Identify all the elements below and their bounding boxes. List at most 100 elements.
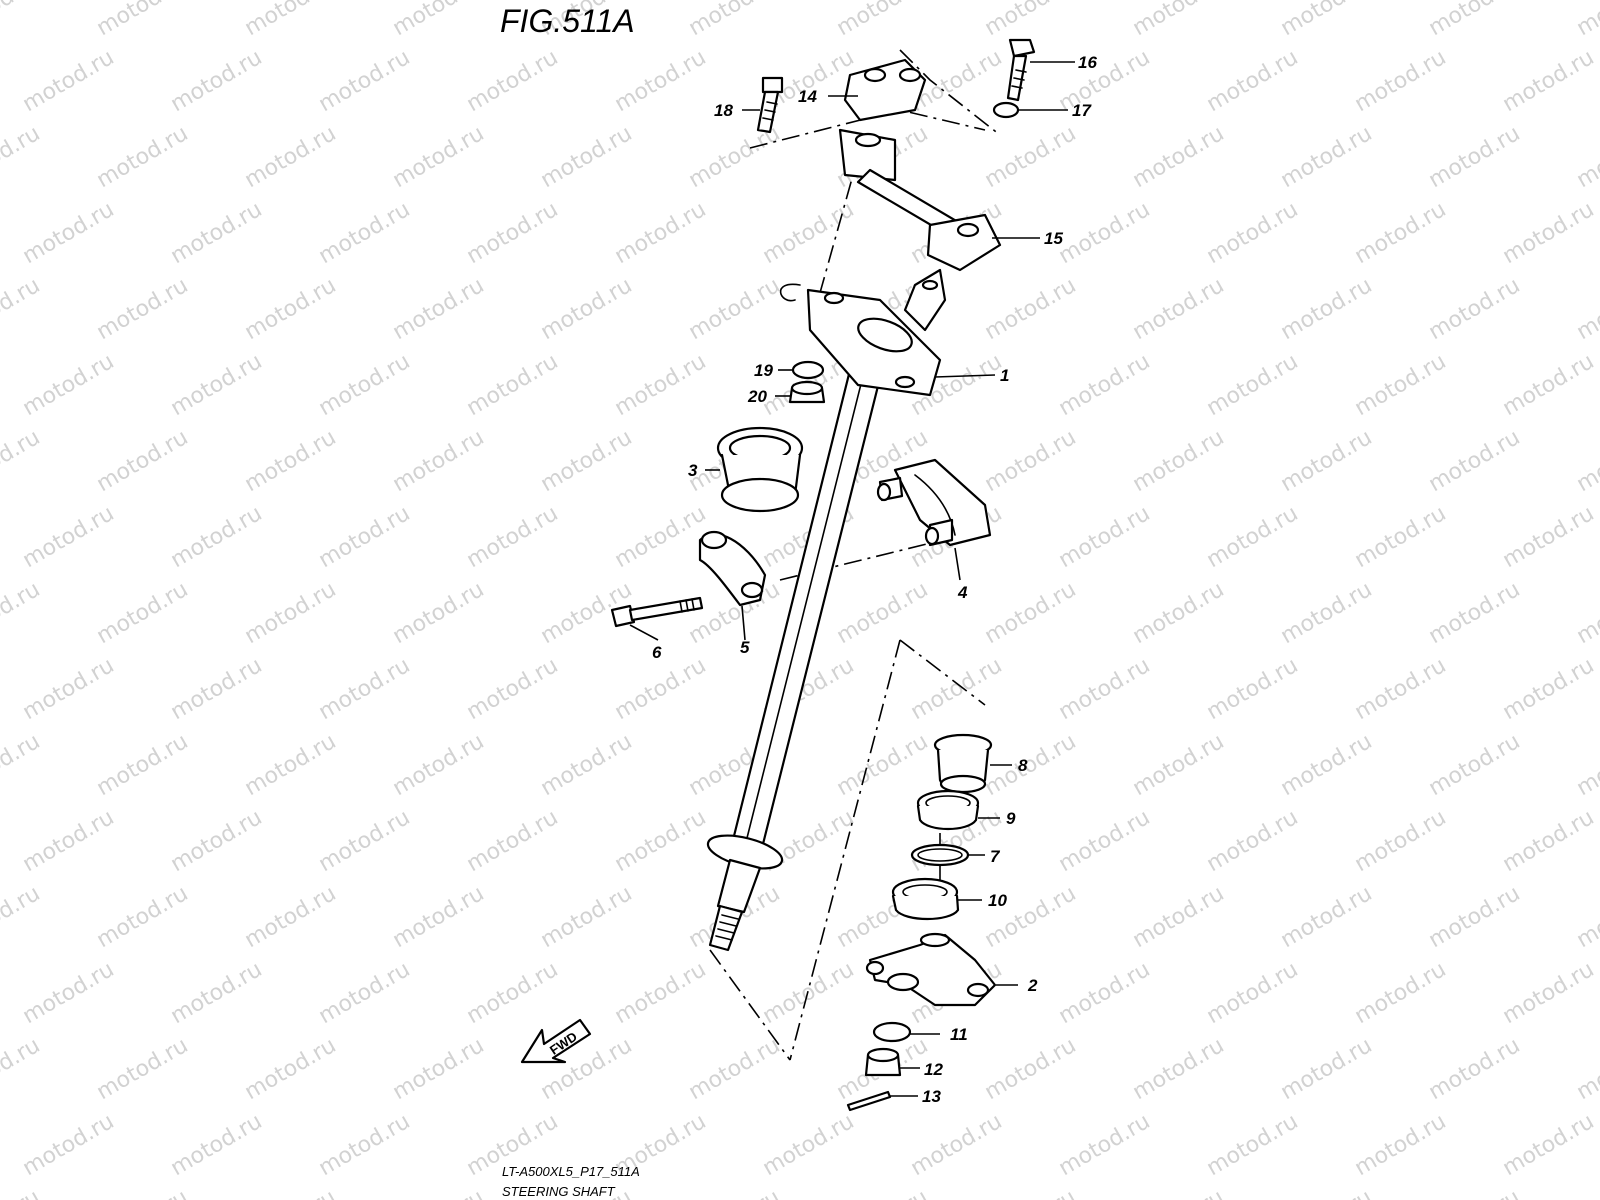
figure-title: FIG.511A bbox=[500, 3, 635, 39]
callout-2: 2 bbox=[1027, 976, 1038, 995]
watermark-text: motod.ru bbox=[0, 425, 44, 497]
watermark-text: motod.ru bbox=[167, 197, 267, 269]
watermark-text: motod.ru bbox=[315, 197, 415, 269]
bushing-3 bbox=[716, 426, 804, 513]
watermark-text: motod.ru bbox=[1203, 349, 1303, 421]
watermark-text: motod.ru bbox=[463, 197, 563, 269]
watermark-text: motod.ru bbox=[93, 0, 193, 41]
watermark-text: motod.ru bbox=[1129, 425, 1229, 497]
watermark-text: motod.ru bbox=[93, 577, 193, 649]
watermark-text: motod.ru bbox=[0, 121, 44, 193]
watermark-text: motod.ru bbox=[685, 273, 785, 345]
watermark-text: motod.ru bbox=[19, 1109, 119, 1181]
watermark-text: motod.ru bbox=[389, 577, 489, 649]
watermark-text: motod.ru bbox=[0, 0, 44, 41]
fwd-arrow-icon: FWD bbox=[520, 1018, 592, 1064]
watermark-text: motod.ru bbox=[463, 45, 563, 117]
watermark-text: motod.ru bbox=[389, 1033, 489, 1105]
watermark-text: motod.ru bbox=[1055, 1109, 1155, 1181]
watermark-text: motod.ru bbox=[1573, 121, 1600, 193]
watermark-text: motod.ru bbox=[1499, 45, 1599, 117]
watermark-text: motod.ru bbox=[1351, 501, 1451, 573]
steering-arm-2 bbox=[865, 932, 997, 1007]
watermark-text: motod.ru bbox=[241, 1185, 341, 1200]
watermark-text: motod.ru bbox=[167, 957, 267, 1029]
watermark-text: motod.ru bbox=[1055, 45, 1155, 117]
watermark-text: motod.ru bbox=[833, 1185, 933, 1200]
watermark-text: motod.ru bbox=[241, 729, 341, 801]
watermark-text: motod.ru bbox=[241, 121, 341, 193]
watermark-text: motod.ru bbox=[981, 1185, 1081, 1200]
watermark-text: motod.ru bbox=[1055, 501, 1155, 573]
watermark-text: motod.ru bbox=[241, 881, 341, 953]
watermark-text: motod.ru bbox=[537, 273, 637, 345]
watermark-text: motod.ru bbox=[241, 1033, 341, 1105]
watermark-text: motod.ru bbox=[1425, 881, 1525, 953]
watermark-text: motod.ru bbox=[833, 729, 933, 801]
watermark-text: motod.ru bbox=[1351, 1109, 1451, 1181]
watermark-text: motod.ru bbox=[19, 653, 119, 725]
watermark-text: motod.ru bbox=[611, 805, 711, 877]
callout-4: 4 bbox=[957, 583, 968, 602]
watermark-text: motod.ru bbox=[1499, 197, 1599, 269]
figure-caption: STEERING SHAFT bbox=[502, 1184, 616, 1199]
watermark-text: motod.ru bbox=[611, 653, 711, 725]
watermark-text: motod.ru bbox=[1499, 501, 1599, 573]
callout-14: 14 bbox=[798, 87, 817, 106]
watermark-text: motod.ru bbox=[1499, 349, 1599, 421]
watermark-text: motod.ru bbox=[981, 273, 1081, 345]
watermark-text: motod.ru bbox=[315, 45, 415, 117]
o-ring-7 bbox=[910, 843, 970, 867]
watermark-text: motod.ru bbox=[93, 425, 193, 497]
watermark-text: motod.ru bbox=[1573, 1033, 1600, 1105]
leader-lines bbox=[629, 61, 1075, 1097]
watermark-text: motod.ru bbox=[1277, 273, 1377, 345]
callout-17: 17 bbox=[1072, 101, 1092, 120]
callout-15: 15 bbox=[1044, 229, 1063, 248]
watermark-text: motod.ru bbox=[389, 273, 489, 345]
watermark-text: motod.ru bbox=[907, 653, 1007, 725]
watermark-text: motod.ru bbox=[685, 1033, 785, 1105]
callout-9: 9 bbox=[1006, 809, 1016, 828]
watermark-text: motod.ru bbox=[981, 425, 1081, 497]
watermark-text: motod.ru bbox=[241, 273, 341, 345]
watermark-text: motod.ru bbox=[1573, 881, 1600, 953]
callout-5: 5 bbox=[740, 638, 750, 657]
watermark-text: motod.ru bbox=[1203, 197, 1303, 269]
figure-code: LT-A500XL5_P17_511A bbox=[502, 1164, 640, 1179]
watermark-text: motod.ru bbox=[1573, 577, 1600, 649]
callout-6: 6 bbox=[652, 643, 662, 662]
callout-20: 20 bbox=[747, 387, 767, 406]
watermark-text: motod.ru bbox=[1277, 729, 1377, 801]
watermark-text: motod.ru bbox=[315, 1109, 415, 1181]
sleeve-8 bbox=[933, 733, 993, 794]
watermark-text: motod.ru bbox=[167, 805, 267, 877]
watermark-text: motod.ru bbox=[1203, 45, 1303, 117]
watermark-text: motod.ru bbox=[93, 121, 193, 193]
watermark-text: motod.ru bbox=[167, 45, 267, 117]
watermark-text: motod.ru bbox=[315, 653, 415, 725]
watermark-text: motod.ru bbox=[93, 273, 193, 345]
callout-11: 11 bbox=[950, 1025, 968, 1044]
watermark-text: motod.ru bbox=[389, 881, 489, 953]
watermark-text: motod.ru bbox=[1573, 729, 1600, 801]
watermark-text: motod.ru bbox=[1351, 653, 1451, 725]
watermark-text: motod.ru bbox=[759, 1109, 859, 1181]
callout-18: 18 bbox=[714, 101, 733, 120]
washer-19 bbox=[791, 360, 825, 380]
watermark-text: motod.ru bbox=[1129, 577, 1229, 649]
watermark-text: motod.ru bbox=[463, 349, 563, 421]
handlebar-holder-lower bbox=[838, 128, 1002, 272]
watermark-text: motod.ru bbox=[241, 577, 341, 649]
watermark-text: motod.ru bbox=[833, 0, 933, 41]
watermark-text: motod.ru bbox=[1203, 805, 1303, 877]
watermark-text: motod.ru bbox=[1129, 881, 1229, 953]
nut-12 bbox=[864, 1047, 902, 1077]
watermark-text: motod.ru bbox=[0, 1033, 44, 1105]
watermark-text: motod.ru bbox=[93, 881, 193, 953]
watermark-text: motod.ru bbox=[611, 957, 711, 1029]
watermark-text: motod.ru bbox=[241, 425, 341, 497]
upper-bracket-plate bbox=[779, 268, 947, 397]
